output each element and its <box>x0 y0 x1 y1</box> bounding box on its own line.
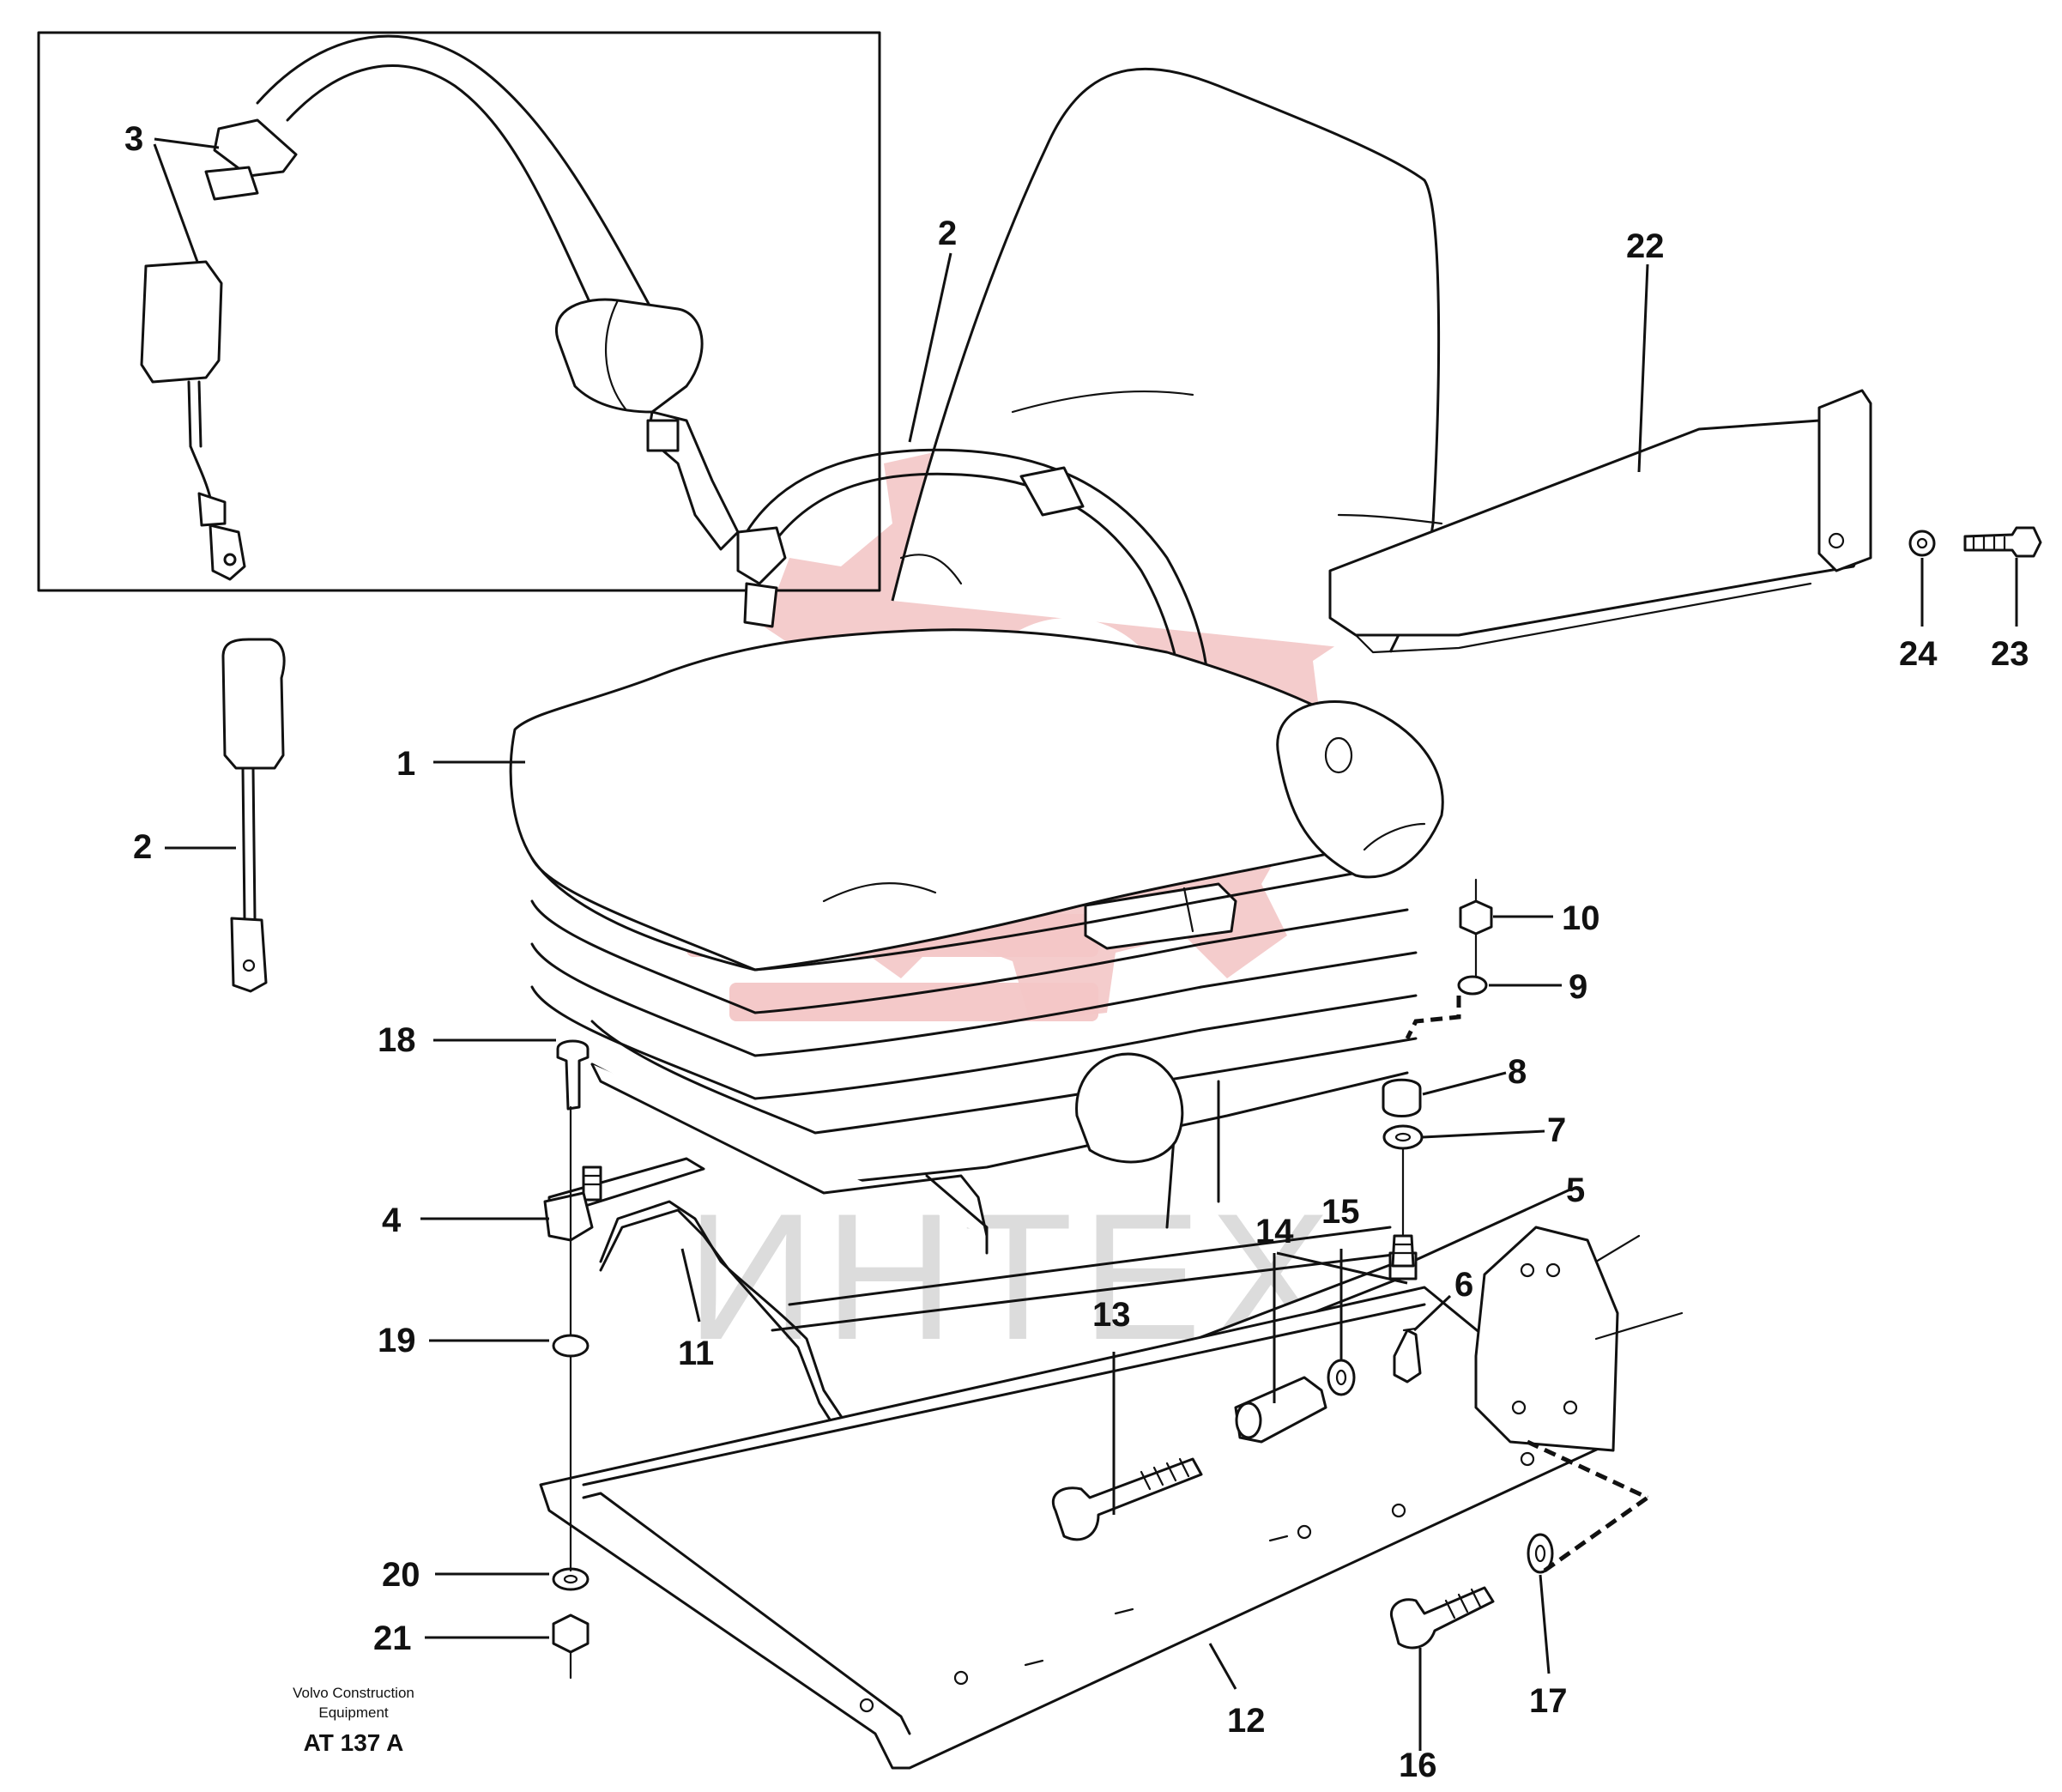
credit-line-2: Equipment <box>318 1704 389 1721</box>
credit-line-1: Volvo Construction <box>293 1685 414 1701</box>
lumbar-knob <box>1276 700 1444 879</box>
callout-labels: 3 2 22 1 2 10 9 18 8 7 5 4 14 15 6 13 19… <box>124 120 2029 1784</box>
callout-15: 15 <box>1321 1193 1360 1231</box>
callout-16: 16 <box>1399 1747 1437 1784</box>
nut-21 <box>552 1613 590 1654</box>
callout-18: 18 <box>378 1021 416 1059</box>
callout-19: 19 <box>378 1322 416 1359</box>
inset-frame <box>37 31 881 592</box>
armrest-bracket <box>1817 389 1872 572</box>
callout-12: 12 <box>1227 1702 1266 1740</box>
retractor <box>554 298 704 414</box>
left-buckle-with-cable <box>221 638 286 993</box>
callout-8: 8 <box>1508 1053 1527 1091</box>
callout-14: 14 <box>1255 1213 1294 1250</box>
washer-7 <box>1382 1124 1424 1150</box>
washer-24 <box>1908 530 1936 557</box>
callout-13: 13 <box>1092 1296 1131 1334</box>
drawing-code: AT 137 A <box>304 1729 404 1756</box>
leader-lines <box>153 137 2018 1751</box>
callout-4: 4 <box>382 1202 402 1239</box>
mounting-bracket <box>1474 1226 1684 1452</box>
bolt-18 <box>556 1039 590 1111</box>
callout-17: 17 <box>1529 1682 1568 1720</box>
bolt-6 <box>1393 1327 1422 1383</box>
bolt-16 <box>1389 1586 1495 1650</box>
adjuster-screw-13 <box>1051 1457 1203 1541</box>
callout-2-top: 2 <box>938 215 957 252</box>
washer-9 <box>1457 975 1488 996</box>
bushing-8 <box>1382 1078 1422 1117</box>
hardware-stack-left <box>543 1039 594 1654</box>
callout-10: 10 <box>1562 899 1600 937</box>
clamp-4 <box>543 1191 594 1242</box>
callout-11: 11 <box>678 1335 714 1372</box>
seat-bellows <box>530 857 1418 1186</box>
callout-2-left: 2 <box>133 828 152 866</box>
screw-23 <box>1963 526 2042 558</box>
callout-6: 6 <box>1454 1266 1473 1304</box>
seat-cushion <box>509 628 1382 972</box>
washer-15 <box>1327 1359 1356 1396</box>
callout-23: 23 <box>1991 635 2029 673</box>
lap-belt-left-tongue <box>736 526 787 585</box>
callout-5: 5 <box>1566 1171 1585 1209</box>
washer-20 <box>552 1567 590 1591</box>
inset-three-point-belt <box>37 31 881 592</box>
height-adjust-knob <box>1075 1052 1184 1164</box>
callout-9: 9 <box>1569 968 1587 1006</box>
callout-1: 1 <box>396 745 415 783</box>
upper-latch <box>213 118 298 178</box>
credit-block: Volvo Construction Equipment AT 137 A <box>293 1685 414 1756</box>
inset-buckle <box>140 260 223 384</box>
armrest <box>1328 389 1872 654</box>
inset-buckle-anchor <box>209 524 246 581</box>
shoulder-strap <box>256 34 662 328</box>
seat-backrest <box>891 68 1443 653</box>
seat-frame <box>590 700 1444 1255</box>
callout-3: 3 <box>124 120 143 158</box>
stud-bolt <box>1391 1234 1415 1268</box>
washer-19 <box>552 1334 590 1358</box>
callout-21: 21 <box>373 1619 412 1657</box>
armrest-hardware <box>1908 526 2042 558</box>
callout-20: 20 <box>382 1556 420 1594</box>
callout-22: 22 <box>1626 227 1665 265</box>
callout-7: 7 <box>1547 1111 1566 1149</box>
nut-10 <box>1459 899 1493 935</box>
spacer-tube-14 <box>1234 1376 1327 1444</box>
washer-17 <box>1527 1533 1554 1574</box>
callout-24: 24 <box>1899 635 1938 673</box>
